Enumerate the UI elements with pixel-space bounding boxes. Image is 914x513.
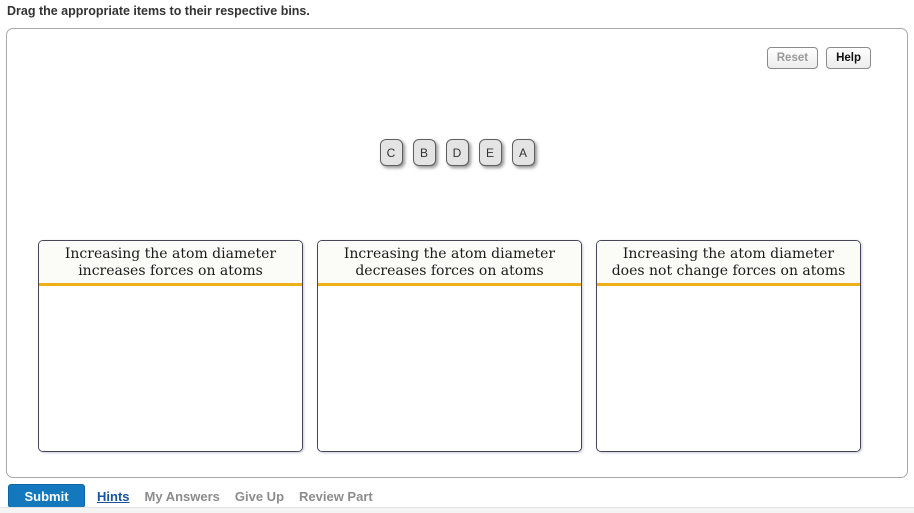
bin-no-change-forces[interactable]: Increasing the atom diameter does not ch… [596,240,861,452]
bin-header-line1: Increasing the atom diameter [343,246,556,262]
drag-item-b[interactable]: B [412,139,436,166]
my-answers-link[interactable]: My Answers [144,489,220,504]
bin-decreases-forces[interactable]: Increasing the atom diameter decreases f… [317,240,582,452]
drag-item-e[interactable]: E [478,139,502,166]
bin-header-line2: increases forces on atoms [78,262,263,279]
reset-button[interactable]: Reset [766,47,819,69]
bin-header-line1: Increasing the atom diameter [64,246,277,262]
bin-header-line2: decreases forces on atoms [355,262,544,279]
submit-button[interactable]: Submit [8,484,85,508]
panel-toolbar: Reset Help [766,47,871,69]
bin-increases-forces[interactable]: Increasing the atom diameter increases f… [38,240,303,452]
drag-items-tray: C B D E A [7,139,907,166]
footer-links: Hints My Answers Give Up Review Part [97,489,373,504]
bottom-divider-strip [0,507,914,513]
review-part-link[interactable]: Review Part [299,489,373,504]
hints-link[interactable]: Hints [97,489,130,504]
bin-drop-area[interactable] [318,286,581,451]
give-up-link[interactable]: Give Up [234,489,285,504]
bin-header-line2: does not change forces on atoms [611,262,846,279]
page-instruction: Drag the appropriate items to their resp… [7,4,310,18]
bin-drop-area[interactable] [597,286,860,451]
bin-header: Increasing the atom diameter increases f… [39,241,302,286]
drag-item-d[interactable]: D [445,139,469,166]
drag-item-a[interactable]: A [511,139,535,166]
help-button[interactable]: Help [826,47,871,69]
bin-drop-area[interactable] [39,286,302,451]
bins-row: Increasing the atom diameter increases f… [38,240,861,452]
bin-header-line1: Increasing the atom diameter [622,246,835,262]
question-panel: Reset Help C B D E A Increasing the atom… [6,28,908,478]
bin-header: Increasing the atom diameter does not ch… [597,241,860,286]
drag-item-c[interactable]: C [379,139,403,166]
bin-header: Increasing the atom diameter decreases f… [318,241,581,286]
